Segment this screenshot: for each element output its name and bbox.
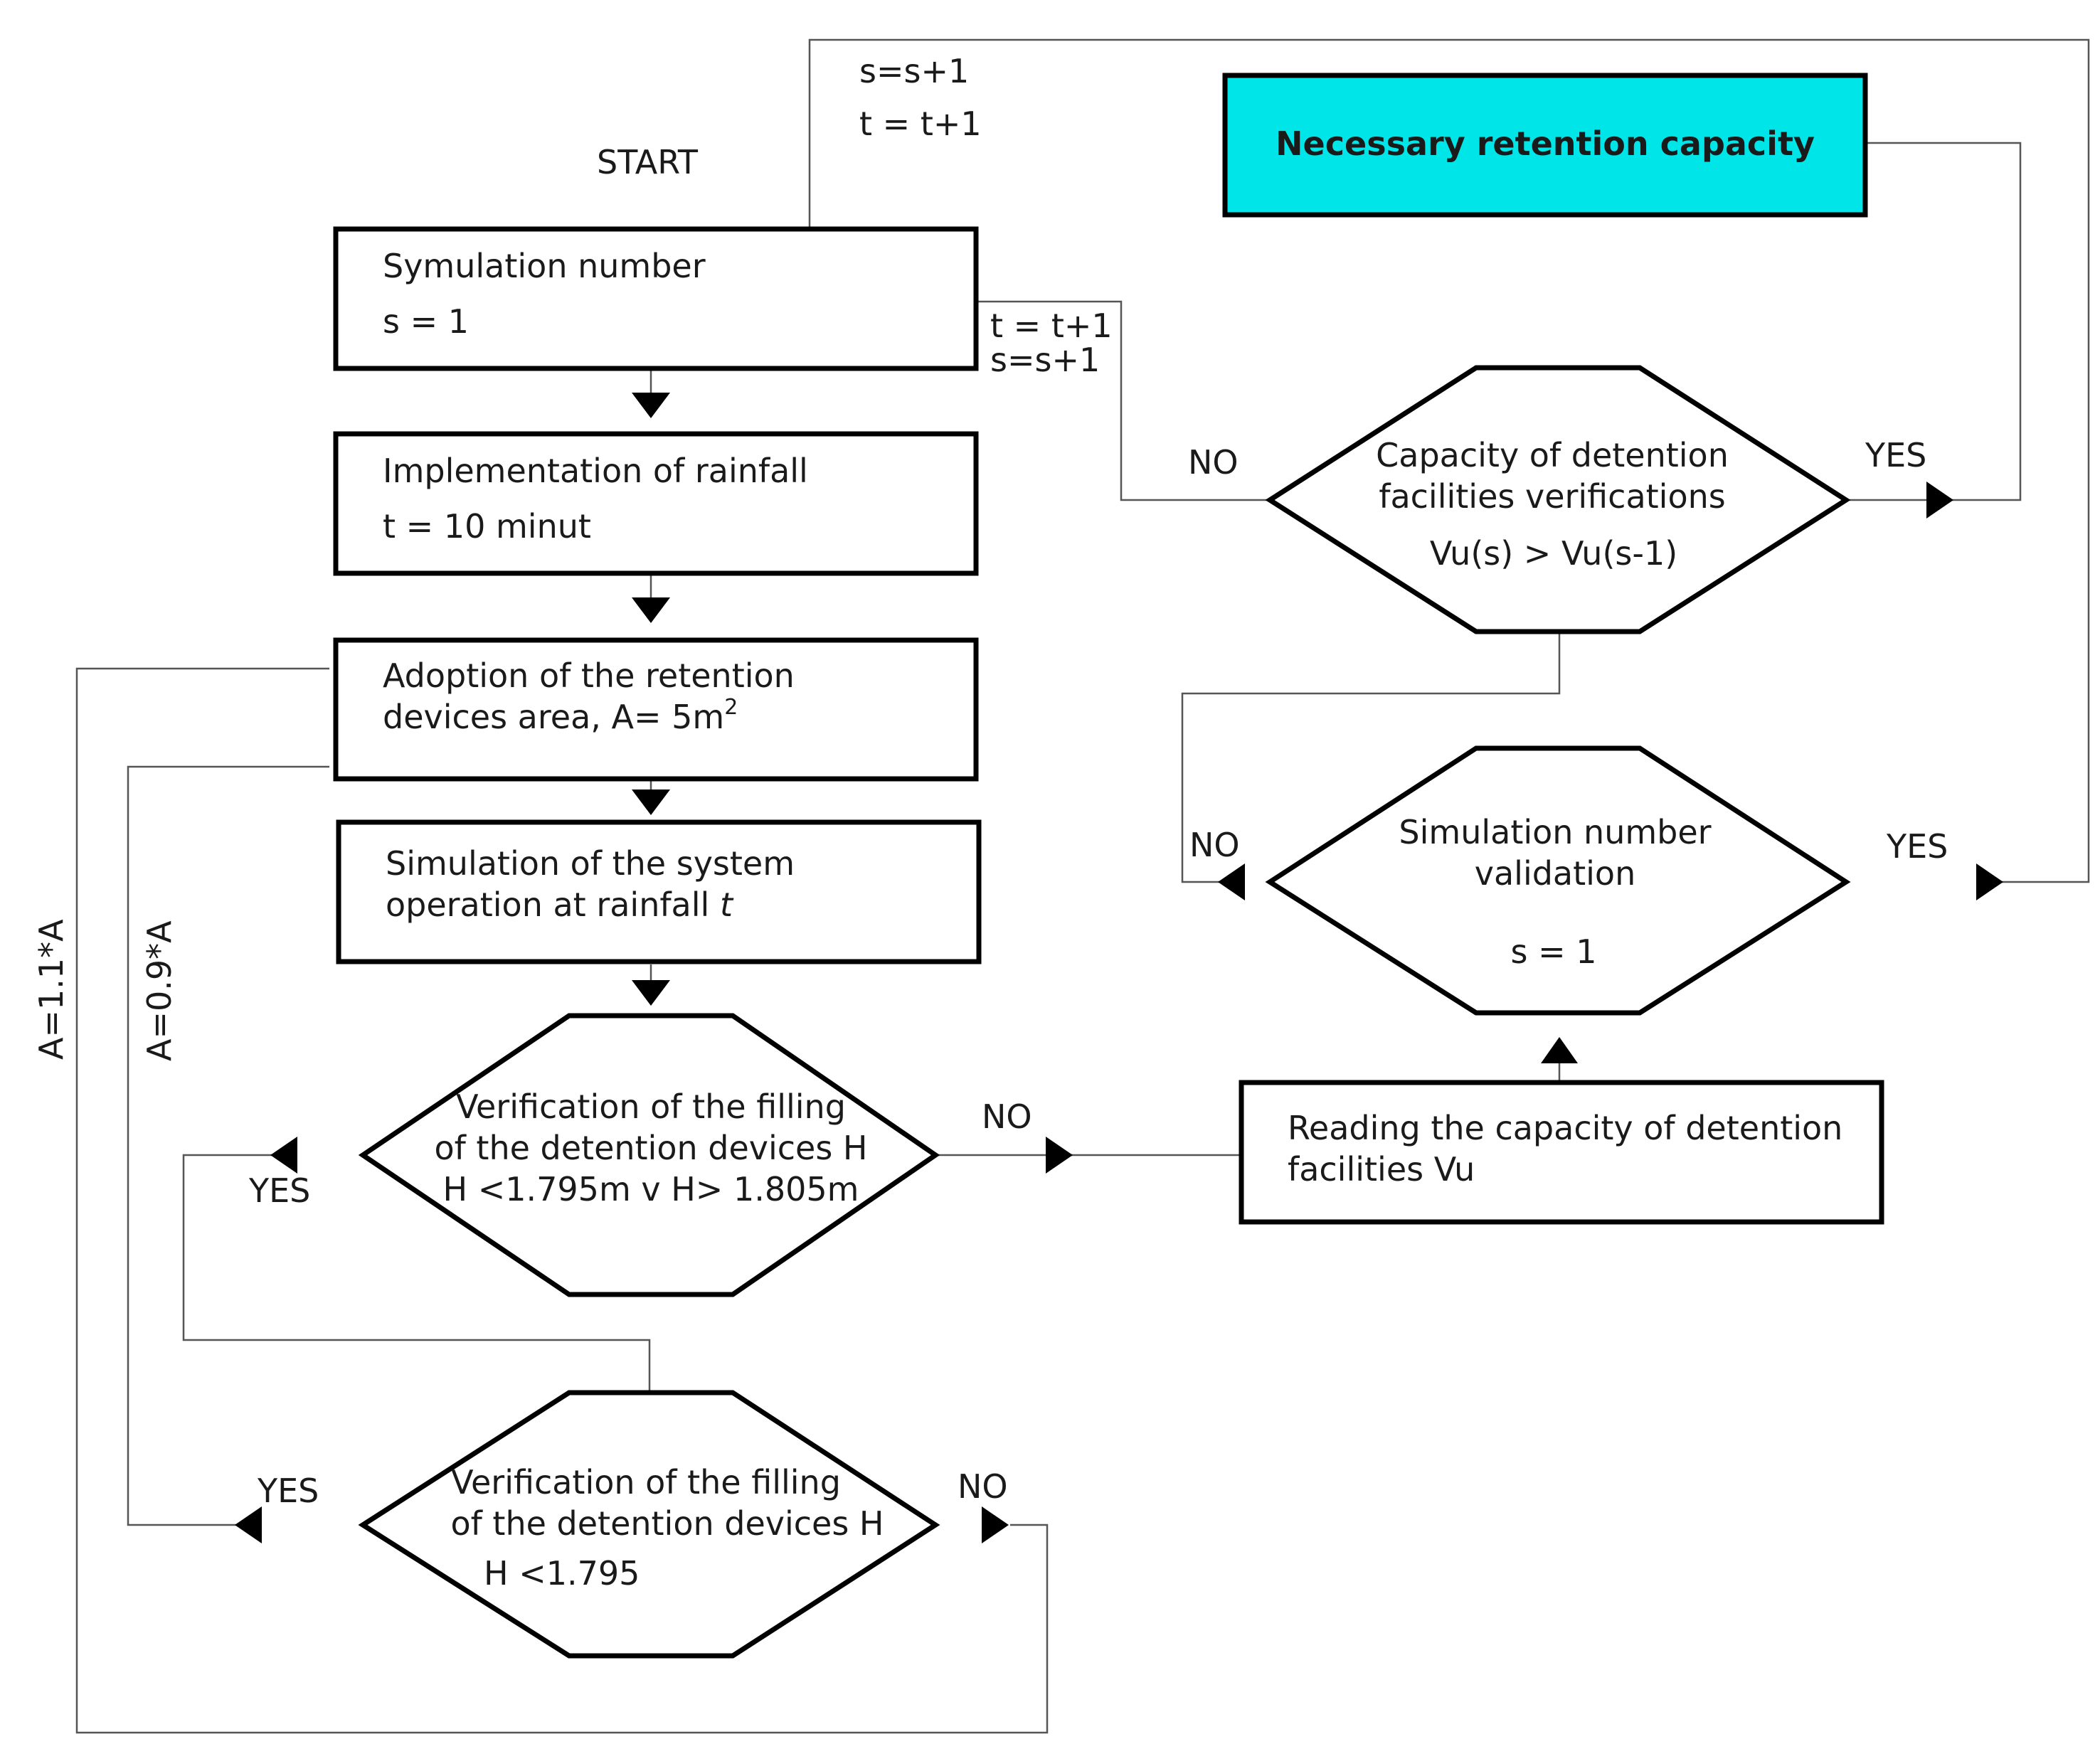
capacity-verification-hexagon: Capacity of detention facilities verific… [1265,365,1851,634]
connector-capacity-no [975,300,1270,501]
top-loop-t-increment: t = t+1 [859,105,982,143]
capacity-verif-condition: Vu(s) > Vu(s-1) [1430,534,1677,573]
edge-label-verify1-no: NO [982,1097,1032,1136]
necessary-retention-capacity-box: Necessary retention capacity [1222,73,1868,218]
rainfall-value: t = 10 minut [383,507,591,546]
edge-label-area-increase: A=1.1*A [32,919,70,1060]
arrow-verify1-no [1046,1137,1073,1174]
edge-label-validation-no: NO [1189,826,1240,864]
capacity-verif-line1: Capacity of detention [1376,436,1729,474]
sim-validation-line1: Simulation number [1399,813,1711,851]
arrow-sim-to-rainfall [632,393,670,418]
edge-label-verify1-yes: YES [248,1171,310,1210]
verify1-line2: of the detention devices H [434,1129,867,1167]
edge-label-capacity-yes: YES [1865,436,1926,474]
symulation-number-value: s = 1 [383,302,469,341]
edge-label-verify2-no: NO [958,1467,1008,1506]
adoption-box: Adoption of the retention devices area, … [333,637,979,782]
arrow-capacity-yes [1926,482,1953,519]
arrow-verify2-no [982,1506,1009,1543]
edge-label-t-increment: t = t+1 [990,307,1113,345]
adoption-area-prefix: devices area, A= 5m [383,698,724,736]
simulation-validation-hexagon: Simulation number validation s = 1 [1265,745,1851,1016]
simulation-rainfall-variable: t [720,886,734,924]
simulation-label: Simulation of the system [386,844,795,883]
simulation-rainfall-text: operation at rainfall t [386,886,734,924]
edge-label-validation-yes: YES [1886,827,1948,866]
connector-top-loop [808,38,2090,883]
simulation-box: Simulation of the system operation at ra… [336,819,982,964]
sim-validation-condition: s = 1 [1510,932,1596,971]
edge-label-capacity-no: NO [1188,443,1239,482]
connector-verify1-yes [182,1154,651,1393]
reading-line2: facilities Vu [1288,1150,1475,1189]
arrow-verify2-yes [235,1506,262,1543]
reading-capacity-box: Reading the capacity of detention facili… [1239,1080,1884,1225]
symulation-number-label: Symulation number [383,247,706,285]
adoption-label: Adoption of the retention [383,656,795,695]
verify2-line1: Verification of the filling [451,1463,841,1501]
connector-verify2-yes [127,765,329,1526]
verify1-condition: H <1.795m v H> 1.805m [443,1170,859,1208]
verify-filling-hexagon-1: Verification of the filling of the deten… [358,1013,940,1297]
verify2-line2: of the detention devices H [450,1504,884,1543]
verify2-condition: H <1.795 [484,1554,640,1593]
arrow-reading-to-validation [1541,1037,1578,1063]
edge-label-area-decrease: A=0.9*A [140,920,179,1061]
verify1-line1: Verification of the filling [456,1088,846,1126]
sim-validation-line2: validation [1475,854,1635,893]
top-loop-s-increment: s=s+1 [859,52,969,90]
verify-filling-hexagon-2: Verification of the filling of the deten… [358,1390,940,1659]
connector-verify2-no [75,667,1049,1734]
simulation-rainfall-prefix: operation at rainfall [386,886,720,924]
arrow-adoption-to-simulation [632,789,670,815]
edge-label-s-increment: s=s+1 [990,341,1100,379]
symulation-number-box: Symulation number s = 1 [333,226,979,371]
adoption-area-superscript: 2 [724,695,738,720]
edge-label-verify2-yes: YES [257,1472,319,1510]
rainfall-box: Implementation of rainfall t = 10 minut [333,431,979,576]
necessary-capacity-label: Necessary retention capacity [1276,124,1815,163]
necessary-capacity-rect [1222,73,1868,218]
adoption-area-text: devices area, A= 5m2 [383,695,738,736]
start-label: START [597,143,699,181]
arrow-simulation-to-verify1 [632,980,670,1006]
capacity-verif-line2: facilities verifications [1379,477,1725,516]
arrow-rainfall-to-adoption [632,597,670,623]
connector-capacity-to-validation [1181,633,1561,883]
rainfall-label: Implementation of rainfall [383,452,808,490]
arrow-validation-no [1218,863,1245,900]
arrow-verify1-yes [270,1137,297,1174]
arrow-validation-yes [1976,863,2003,900]
reading-line1: Reading the capacity of detention [1288,1109,1842,1147]
